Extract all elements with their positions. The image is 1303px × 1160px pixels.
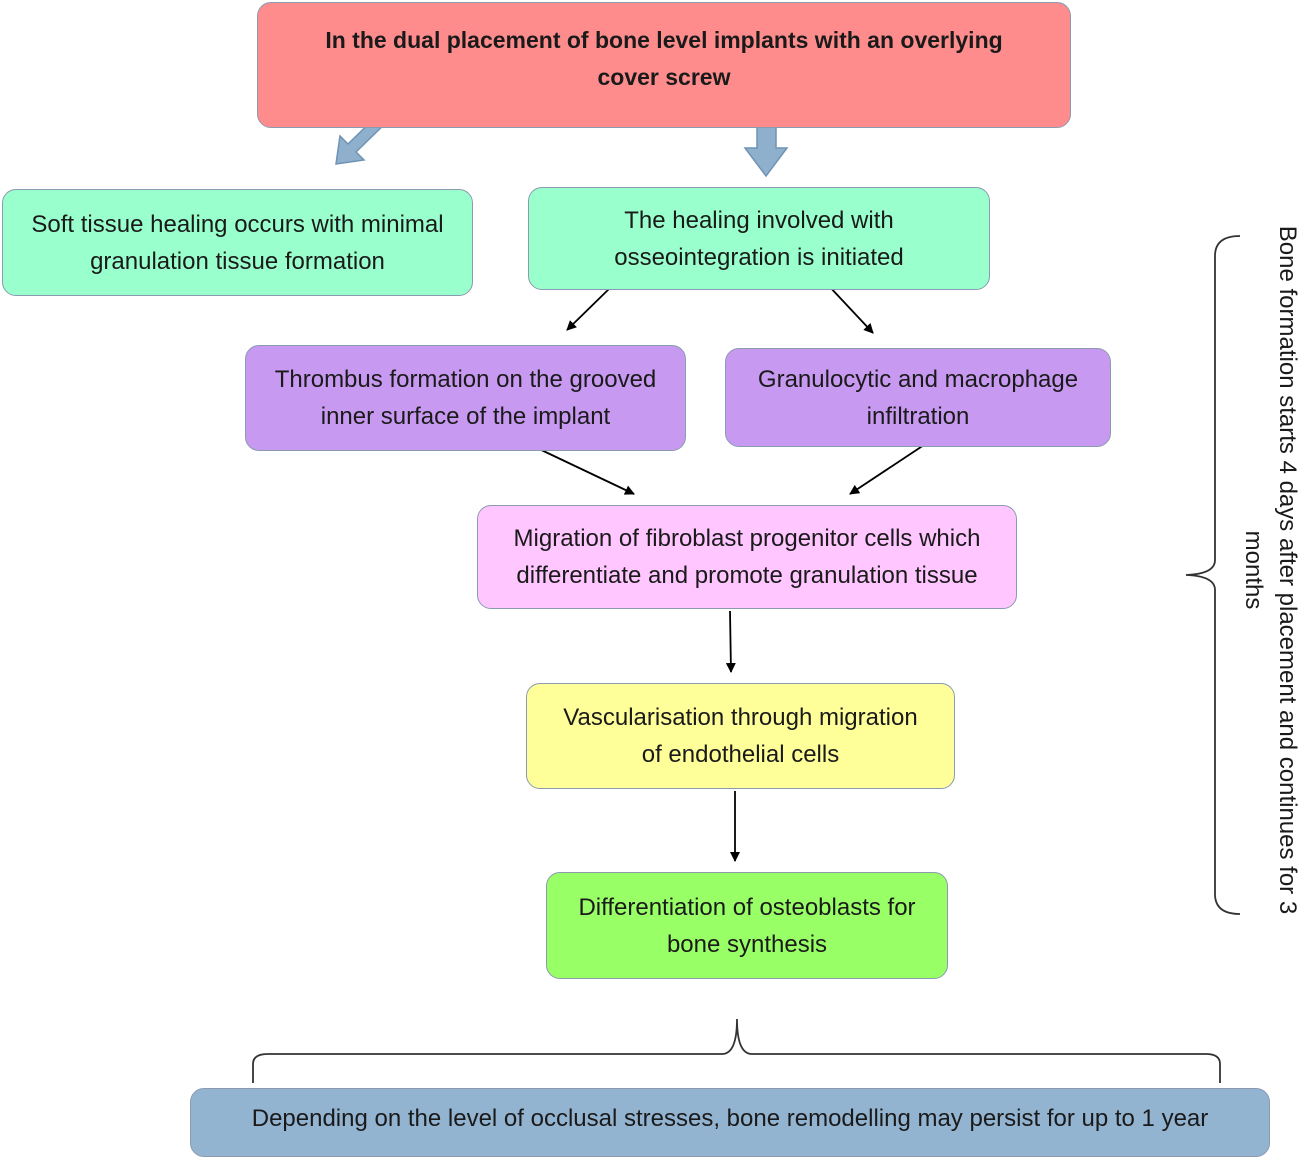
vascularisation-line2: of endothelial cells [641,741,840,768]
osseointegration-line1: The healing involved with [624,206,894,234]
osteoblasts-box: Differentiation of osteoblasts for bone … [546,872,948,979]
arrow-osseo-to-thrombus [566,286,612,331]
osteoblasts-line2: bone synthesis [666,930,828,958]
side-note-line1: Bone formation starts 4 days after place… [1274,225,1301,915]
bone-formation-side-note: Bone formation starts 4 days after place… [1236,190,1303,950]
top-box-line1: In the dual placement of bone level impl… [325,27,1003,53]
top-box-dual-placement: In the dual placement of bone level impl… [257,2,1071,128]
top-box-line2: cover screw [597,64,731,90]
bottom-brace [252,1018,1221,1083]
soft-tissue-line2: granulation tissue formation [90,247,385,275]
migration-box: Migration of fibroblast progenitor cells… [477,505,1017,609]
thrombus-line1: Thrombus formation on the grooved [274,366,657,393]
vascularisation-line1: Vascularisation through migration [563,704,918,731]
granulocytic-line1: Granulocytic and macrophage [757,365,1079,393]
osseointegration-box: The healing involved with osseointegrati… [528,187,990,290]
arrow-granulo-to-migration [849,440,931,495]
granulocytic-box: Granulocytic and macrophage infiltration [725,348,1111,447]
osseointegration-line2: osseointegration is initiated [614,243,904,271]
osteoblasts-line1: Differentiation of osteoblasts for [578,893,916,921]
vascularisation-box: Vascularisation through migration of end… [526,683,955,789]
arrow-migration-to-vascular [725,610,736,673]
granulocytic-line2: infiltration [866,402,970,430]
arrow-osseo-to-granulo [827,284,874,334]
side-note-line2: months [1240,530,1267,610]
thrombus-line2: inner surface of the implant [320,403,611,430]
remodelling-text: Depending on the level of occlusal stres… [251,1105,1209,1132]
soft-tissue-box: Soft tissue healing occurs with minimal … [2,189,473,296]
migration-line2: differentiate and promote granulation ti… [516,562,978,589]
arrow-thrombus-to-migration [534,446,635,495]
soft-tissue-line1: Soft tissue healing occurs with minimal [31,210,444,238]
migration-line1: Migration of fibroblast progenitor cells… [513,525,981,552]
thrombus-box: Thrombus formation on the grooved inner … [245,345,686,451]
remodelling-box: Depending on the level of occlusal stres… [190,1088,1270,1157]
right-brace [1185,235,1241,915]
